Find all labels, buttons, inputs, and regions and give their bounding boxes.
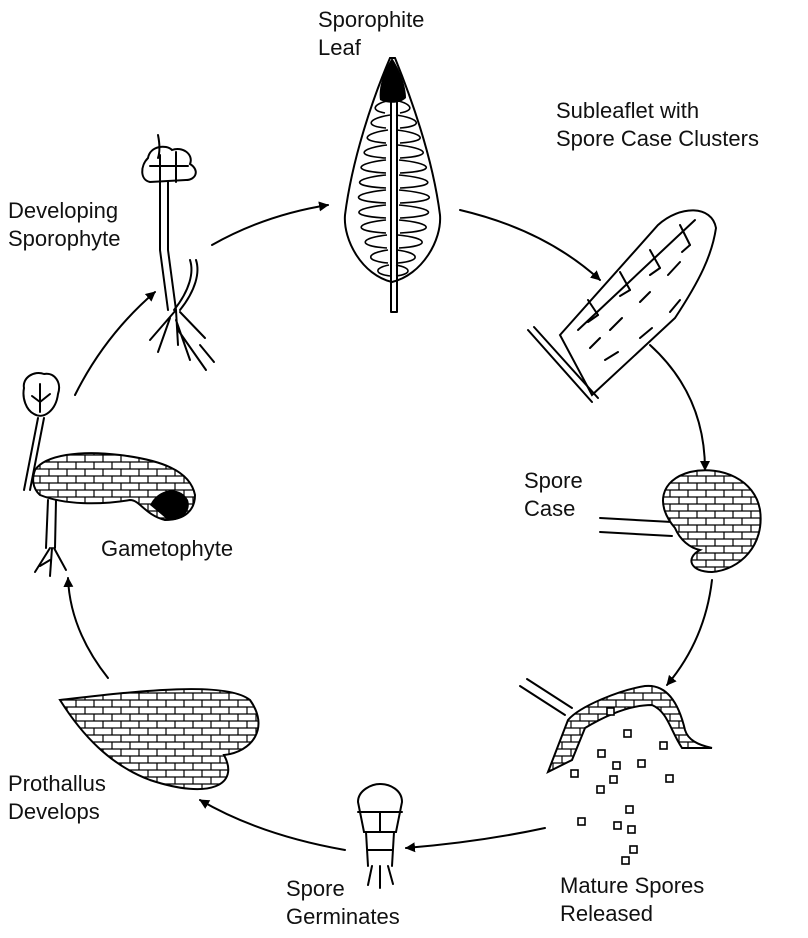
label-subleaflet-line-2: Spore Case Clusters (556, 125, 759, 153)
developing-sporophyte-illustration (142, 135, 214, 370)
arrow-sporophyte-to-leaf (212, 205, 328, 245)
label-spore-case: Spore Case (524, 467, 583, 523)
label-spore-germinates-line-1: Spore (286, 875, 400, 903)
label-gametophyte-line-1: Gametophyte (101, 535, 233, 563)
label-spore-germinates: Spore Germinates (286, 875, 400, 931)
arrow-prothallus-to-gametophyte (68, 578, 108, 678)
label-prothallus: Prothallus Develops (8, 770, 106, 826)
subleaflet-illustration (528, 210, 716, 402)
arrow-leaf-to-subleaflet (460, 210, 600, 280)
label-spore-case-line-2: Case (524, 495, 583, 523)
arrow-spores-to-germinates (406, 828, 545, 848)
label-developing-sporophyte: Developing Sporophyte (8, 197, 121, 253)
arrow-germinates-to-prothallus (200, 800, 345, 850)
label-developing-sporophyte-line-2: Sporophyte (8, 225, 121, 253)
mature-spores-illustration (520, 679, 712, 864)
label-mature-spores: Mature Spores Released (560, 872, 704, 928)
label-subleaflet-line-1: Subleaflet with (556, 97, 759, 125)
label-sporophyte-leaf-line-1: Sporophite (318, 6, 424, 34)
label-spore-case-line-1: Spore (524, 467, 583, 495)
label-sporophyte-leaf: Sporophite Leaf (318, 6, 424, 62)
arrow-spore-case-to-mature-spores (667, 580, 712, 685)
label-sporophyte-leaf-line-2: Leaf (318, 34, 424, 62)
label-gametophyte: Gametophyte (101, 535, 233, 563)
label-mature-spores-line-1: Mature Spores (560, 872, 704, 900)
label-prothallus-line-2: Develops (8, 798, 106, 826)
label-prothallus-line-1: Prothallus (8, 770, 106, 798)
arrow-subleaflet-to-spore-case (650, 345, 705, 470)
label-subleaflet: Subleaflet with Spore Case Clusters (556, 97, 759, 153)
sporophyte-leaf-illustration (345, 58, 440, 312)
label-mature-spores-line-2: Released (560, 900, 704, 928)
label-developing-sporophyte-line-1: Developing (8, 197, 121, 225)
spore-case-illustration (600, 470, 761, 572)
spore-germinates-illustration (358, 784, 402, 888)
arrow-gametophyte-to-sporophyte (75, 292, 155, 395)
label-spore-germinates-line-2: Germinates (286, 903, 400, 931)
